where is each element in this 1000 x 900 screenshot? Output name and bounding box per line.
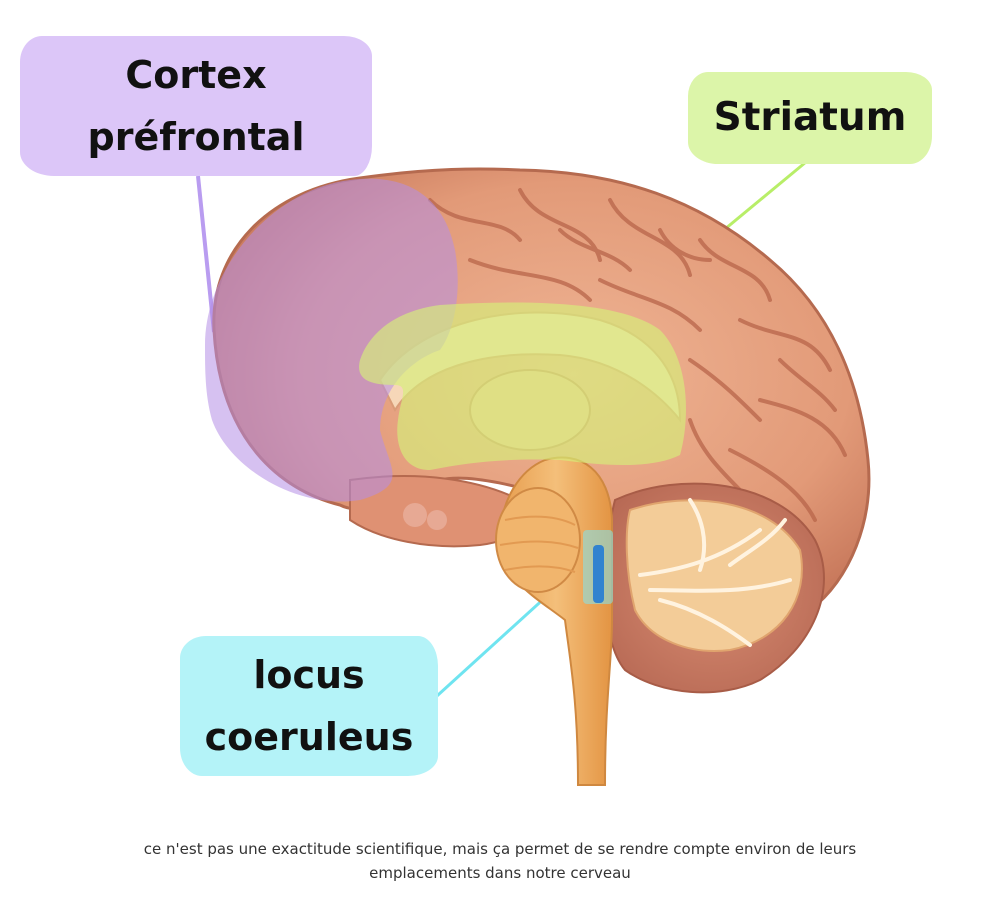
striatum-label-text: Striatum <box>713 95 907 140</box>
cerebellum <box>603 482 825 694</box>
striatum-label: Striatum <box>688 72 932 164</box>
prefrontal-overlay <box>205 178 458 502</box>
caption: ce n'est pas une exactitude scientifique… <box>143 840 857 882</box>
locus-core <box>593 545 604 603</box>
cortex-prefrontal-label-text: Cortex préfrontal <box>87 53 305 159</box>
locus-coeruleus-label-text: locus coeruleus <box>204 653 414 759</box>
locus-coeruleus-label: locus coeruleus <box>180 636 438 776</box>
brainstem <box>495 456 613 786</box>
cortex-prefrontal-label: Cortex préfrontal <box>20 36 372 176</box>
locus-coeruleus-marker <box>583 530 613 604</box>
striatum-overlay <box>359 302 686 470</box>
